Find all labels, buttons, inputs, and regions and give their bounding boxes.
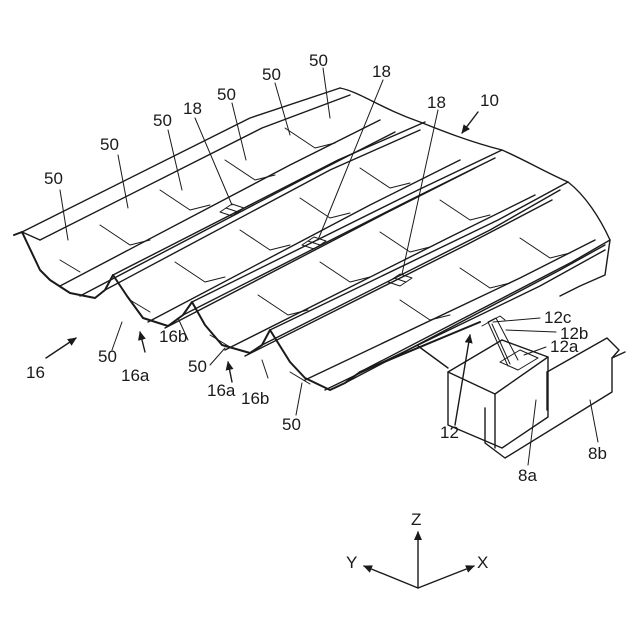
label-18: 18 [372, 62, 391, 81]
axis-label-x: X [477, 553, 488, 572]
label-12a: 12a [550, 337, 579, 356]
label-16b: 16b [241, 389, 269, 408]
label-50: 50 [98, 347, 117, 366]
coordinate-axes [364, 532, 474, 588]
label-18: 18 [183, 99, 202, 118]
label-16a: 16a [207, 381, 236, 400]
y-axis-arrow [364, 566, 418, 588]
label-8b: 8b [588, 444, 607, 463]
label-50: 50 [153, 111, 172, 130]
label-12: 12 [440, 423, 459, 442]
roof-panel-10 [14, 88, 610, 390]
label-16a: 16a [121, 366, 150, 385]
leader-lines [60, 68, 598, 465]
label-8a: 8a [518, 466, 537, 485]
label-50: 50 [44, 169, 63, 188]
label-50: 50 [282, 415, 301, 434]
x-axis-arrow [418, 566, 474, 588]
label-50: 50 [217, 85, 236, 104]
axis-label-y: Y [346, 553, 357, 572]
support-block-8a [418, 340, 548, 448]
label-18: 18 [427, 93, 446, 112]
label-50: 50 [309, 51, 328, 70]
reference-labels: 50 50 50 50 50 50 18 18 18 10 16 50 16a … [26, 51, 607, 572]
label-10: 10 [480, 91, 499, 110]
axis-label-z: Z [411, 510, 421, 529]
label-50: 50 [262, 65, 281, 84]
label-50: 50 [100, 135, 119, 154]
label-16: 16 [26, 363, 45, 382]
label-50: 50 [188, 357, 207, 376]
label-16b: 16b [159, 327, 187, 346]
